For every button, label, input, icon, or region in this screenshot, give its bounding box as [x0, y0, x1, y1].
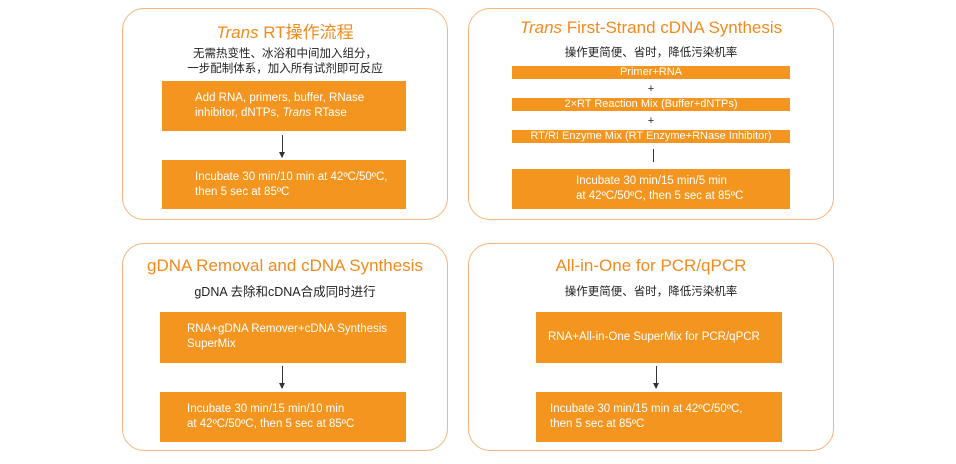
step-box-incubate: Incubate 30 min/15 min/10 min at 42ºC/50… [160, 392, 406, 442]
subtitle-line: 一步配制体系，加入所有试剂即可反应 [187, 63, 383, 75]
flow-arrow [279, 366, 285, 389]
step-box-incubate: Incubate 30 min/15 min/5 min at 42ºC/50º… [512, 169, 790, 209]
panel-trans-rt: Trans RT操作流程 无需热变性、冰浴和中间加入组分， 一步配制体系，加入所… [122, 8, 448, 220]
plus-sign: + [647, 115, 655, 127]
panel-title: gDNA Removal and cDNA Synthesis [147, 256, 423, 275]
reagent-bar-enzyme-mix: RT/RI Enzyme Mix (RT Enzyme+RNase Inhibi… [512, 130, 790, 143]
panel-gdna-removal: gDNA Removal and cDNA Synthesis gDNA 去除和… [122, 243, 448, 451]
step-box-reagents: RNA+gDNA Remover+cDNA Synthesis SuperMix [160, 312, 406, 363]
step-text-line: Incubate 30 min/15 min/10 min [187, 403, 345, 415]
step-text: inhibitor, dNTPs, [195, 107, 283, 119]
step-text-line: Incubate 30 min/10 min at 42ºC/50ºC, [195, 171, 388, 183]
step-text-line: RNA+gDNA Remover+cDNA Synthesis [187, 323, 388, 335]
panel-title: Trans RT操作流程 [123, 18, 447, 43]
step-text-line: Add RNA, primers, buffer, RNase [195, 92, 365, 104]
step-box-reagents: Add RNA, primers, buffer, RNase inhibito… [162, 81, 406, 131]
panel-subtitle: 无需热变性、冰浴和中间加入组分， 一步配制体系，加入所有试剂即可反应 [123, 47, 447, 77]
subtitle-line: 无需热变性、冰浴和中间加入组分， [193, 48, 377, 60]
panel-title: All-in-One for PCR/qPCR [555, 256, 747, 275]
step-text-line: then 5 sec at 85ºC [550, 418, 645, 430]
reagent-bar-primer-rna: Primer+RNA [512, 66, 790, 79]
title-italic: Trans [519, 18, 563, 37]
title-rest: RT操作流程 [258, 23, 354, 42]
step-box-incubate: Incubate 30 min/15 min at 42ºC/50ºC, the… [536, 392, 782, 442]
step-text: RTase [311, 107, 347, 119]
panel-first-strand: Trans First-Strand cDNA Synthesis 操作更简便、… [468, 8, 834, 220]
title-italic: Trans [216, 23, 259, 42]
step-text-line: SuperMix [187, 338, 236, 350]
panel-subtitle: gDNA 去除和cDNA合成同时进行 [194, 285, 376, 299]
panel-all-in-one: All-in-One for PCR/qPCR 操作更简便、省时，降低污染机率 … [468, 243, 834, 451]
reagent-bar-rt-reaction-mix: 2×RT Reaction Mix (Buffer+dNTPs) [512, 98, 790, 111]
title-rest: First-Strand cDNA Synthesis [562, 18, 783, 37]
step-box-incubate: Incubate 30 min/10 min at 42ºC/50ºC, the… [162, 160, 406, 209]
step-text-line: then 5 sec at 85ºC [195, 186, 290, 198]
step-text-line: Incubate 30 min/15 min at 42ºC/50ºC, [550, 403, 743, 415]
step-text-line: at 42ºC/50ºC, then 5 sec at 85ºC [576, 190, 744, 202]
step-box-reagents: RNA+All-in-One SuperMix for PCR/qPCR [536, 312, 782, 363]
step-text-italic: Trans [282, 107, 312, 119]
panel-title: Trans First-Strand cDNA Synthesis [469, 18, 833, 38]
flow-line [653, 149, 654, 162]
plus-sign: + [647, 83, 655, 95]
panel-subtitle: 操作更简便、省时，降低污染机率 [564, 47, 738, 59]
panel-subtitle: 操作更简便、省时，降低污染机率 [564, 286, 738, 298]
step-text-line: at 42ºC/50ºC, then 5 sec at 85ºC [187, 418, 355, 430]
flow-arrow [279, 135, 285, 158]
flow-arrow [653, 366, 659, 389]
step-text-line: RNA+All-in-One SuperMix for PCR/qPCR [548, 331, 760, 343]
step-text-line: inhibitor, dNTPs, Trans RTase [195, 106, 406, 121]
step-text-line: Incubate 30 min/15 min/5 min [576, 175, 727, 187]
